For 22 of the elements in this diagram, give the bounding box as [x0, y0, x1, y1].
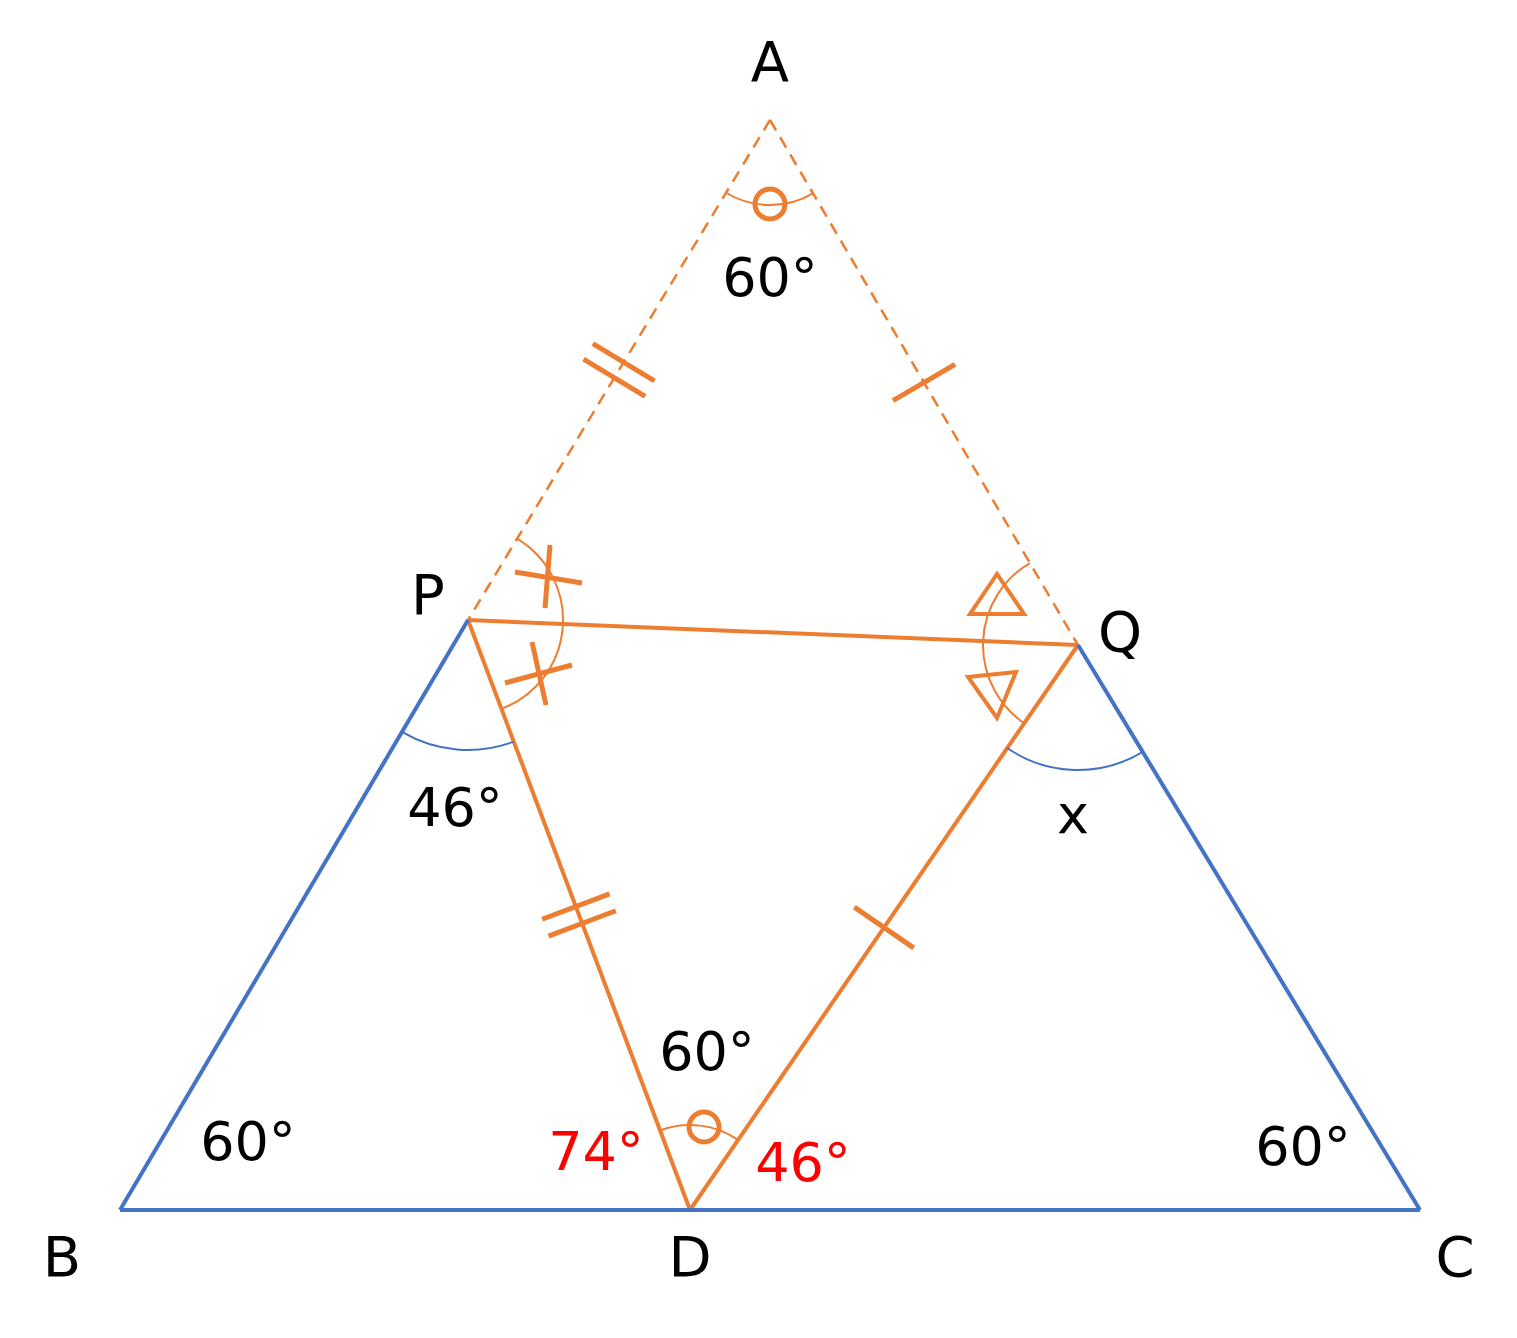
line-segment	[690, 1208, 1420, 1212]
vertex-label: A	[750, 34, 790, 90]
line-segment	[466, 119, 772, 621]
line-segment	[466, 619, 692, 1211]
vertex-label: D	[668, 1229, 712, 1285]
line-segment	[1076, 643, 1422, 1212]
angle-label: 74°	[548, 1125, 644, 1179]
angle-label: x	[1057, 788, 1089, 842]
vertex-label: Q	[1097, 604, 1143, 660]
line-segment	[120, 1208, 690, 1212]
angle-label: 60°	[722, 251, 818, 305]
line-segment	[768, 119, 1080, 646]
vertex-label: P	[411, 567, 445, 623]
angle-label: 60°	[200, 1115, 296, 1169]
line-segment	[118, 619, 470, 1211]
angle-label: 46°	[755, 1136, 851, 1190]
vertex-label: B	[42, 1229, 82, 1285]
vertex-label: C	[1435, 1229, 1475, 1285]
line-segment	[467, 618, 1079, 647]
angle-label: 46°	[407, 781, 503, 835]
angle-label: 60°	[1255, 1120, 1351, 1174]
angle-label: 60°	[659, 1025, 755, 1079]
